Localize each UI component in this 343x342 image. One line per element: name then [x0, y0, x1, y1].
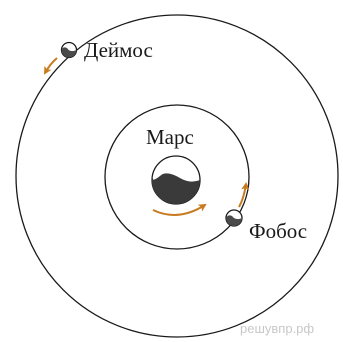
watermark: решувпр.рф: [240, 321, 314, 336]
deimos-label: Деймос: [84, 38, 153, 62]
mars-label: Марс: [146, 125, 194, 149]
phobos-orbit: [104, 104, 250, 250]
mars-planet: [151, 155, 201, 205]
deimos-moon: [60, 41, 78, 59]
deimos-orbit: [15, 14, 339, 338]
phobos-direction-arrow: [238, 182, 250, 208]
phobos-moon: [225, 209, 243, 227]
deimos-direction-arrow: [44, 57, 58, 75]
mars-rotation-arrow: [152, 203, 207, 216]
phobos-label: Фобос: [249, 219, 307, 243]
